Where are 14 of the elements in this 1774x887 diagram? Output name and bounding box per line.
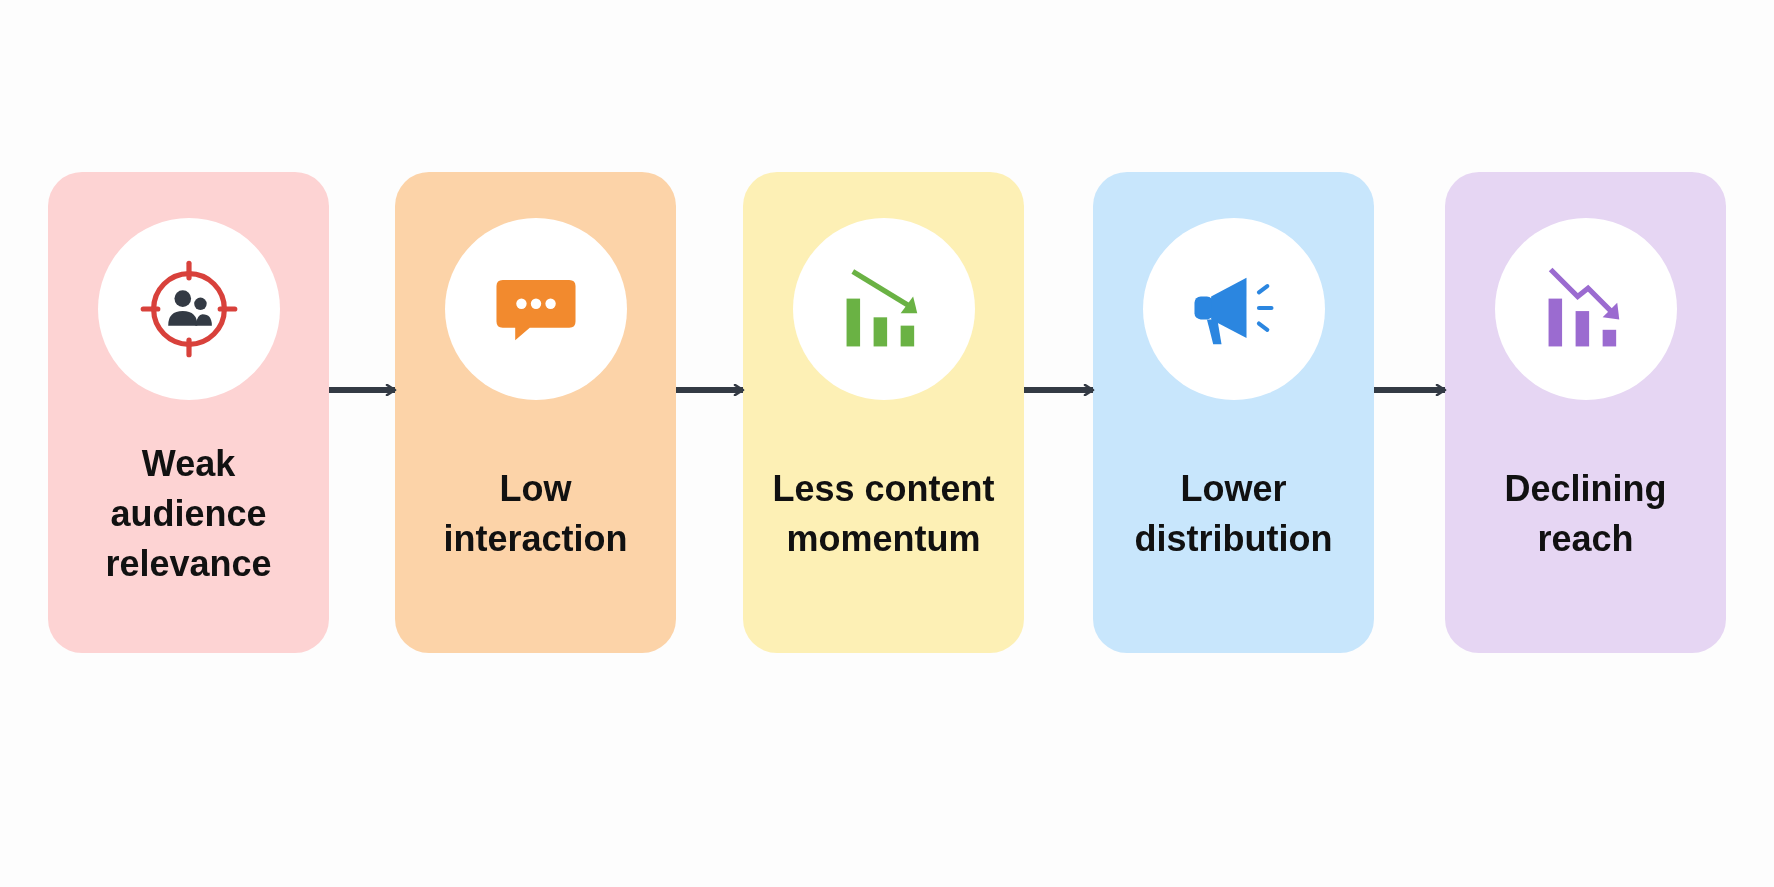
process-card xyxy=(1093,172,1374,653)
arrow xyxy=(1374,383,1447,397)
arrow xyxy=(1024,383,1095,397)
arrow xyxy=(676,383,745,397)
step-label: Declining reach xyxy=(1503,467,1668,561)
step-label: Lower distribution xyxy=(1133,467,1334,561)
process-card xyxy=(1445,172,1726,653)
arrow xyxy=(329,383,397,397)
step-label: Weak audience relevance xyxy=(104,442,273,586)
step-label: Low interaction xyxy=(442,467,629,561)
step-label: Less content momentum xyxy=(771,467,996,561)
process-card xyxy=(395,172,676,653)
process-card xyxy=(48,172,329,653)
process-card xyxy=(743,172,1024,653)
